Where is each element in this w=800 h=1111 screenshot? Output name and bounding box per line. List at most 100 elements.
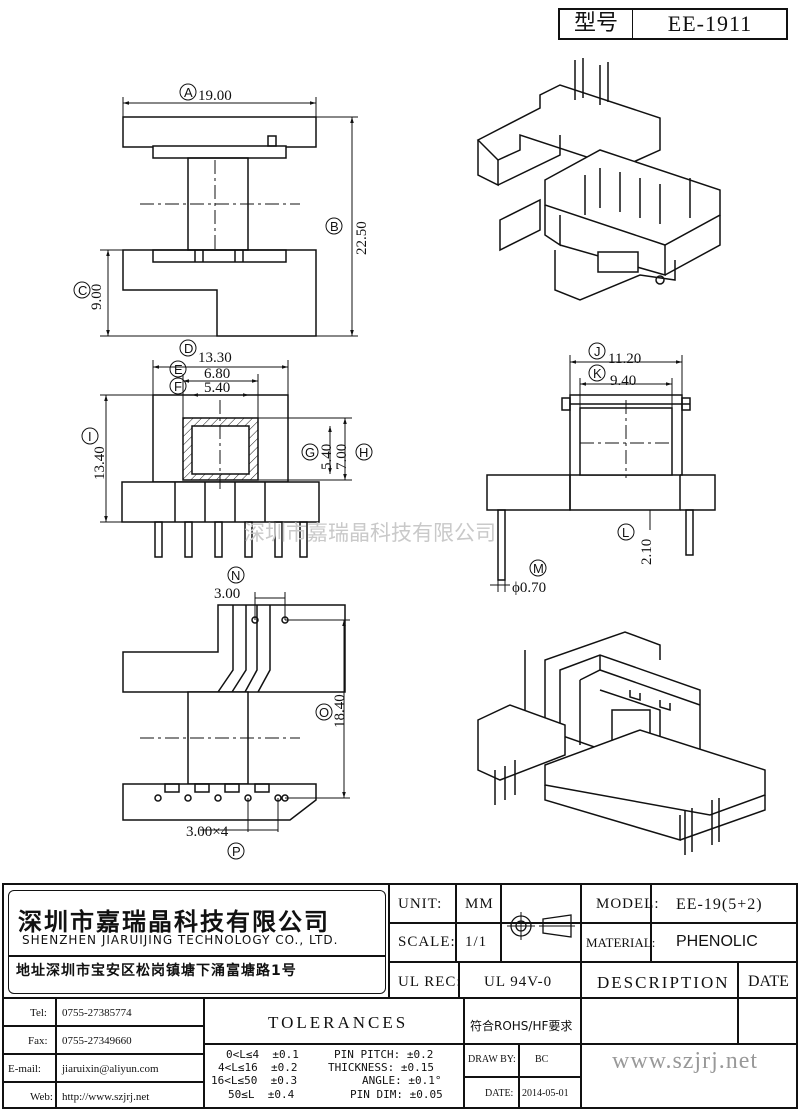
dim-O: 18.40 (332, 694, 348, 728)
tol-other-3: ANGLE: ±0.1° (362, 1074, 442, 1087)
isometric-view-bottom (477, 631, 766, 855)
ul-rec-value: UL 94V-0 (484, 974, 553, 990)
dim-F: 5.40 (204, 380, 230, 396)
callout-I (81, 427, 99, 445)
description-header: DESCRIPTION (597, 973, 730, 992)
callout-G (301, 443, 319, 461)
tolerances-heading: TOLERANCES (268, 1013, 409, 1032)
grid-line (388, 961, 796, 963)
isometric-view-top (476, 58, 721, 301)
callout-letter-H: H (359, 445, 368, 460)
company-divider (8, 955, 386, 957)
grid-line (580, 1043, 796, 1045)
ul-rec-label: UL REC: (398, 974, 462, 990)
web-label: Web: (30, 1091, 53, 1103)
tol-length-2: 4<L≤16 ±0.2 (218, 1061, 298, 1074)
callout-letter-D: D (184, 341, 193, 356)
grid-line (2, 1025, 204, 1027)
callout-O (315, 703, 333, 721)
callout-letter-A: A (184, 85, 193, 100)
dim-I: 13.40 (92, 446, 108, 480)
model-header-box: 型号 EE-1911 (558, 8, 788, 40)
callout-letter-B: B (330, 219, 339, 234)
model-value: EE-19(5+2) (676, 896, 763, 913)
grid-line (737, 997, 739, 1043)
tol-length-3: 16<L≤50 ±0.3 (211, 1074, 298, 1087)
dim-L: 2.10 (639, 539, 655, 565)
dim-C: 9.00 (89, 284, 105, 310)
grid-line (580, 885, 582, 997)
scale-label: SCALE: (398, 934, 456, 950)
callout-D (179, 339, 197, 357)
side-view-right (486, 355, 716, 592)
dim-E: 6.80 (204, 366, 230, 382)
callout-B (325, 217, 343, 235)
grid-line (463, 1076, 581, 1078)
company-address: 地址深圳市宝安区松岗镇塘下涌富塘路1号 (16, 963, 297, 979)
tel-value: 0755-27385774 (62, 1007, 132, 1019)
callout-letter-L: L (622, 525, 629, 540)
tol-length-4: 50≤L ±0.4 (228, 1088, 295, 1101)
tol-other-2: THICKNESS: ±0.15 (328, 1061, 434, 1074)
dim-M: ϕ0.70 (512, 580, 546, 596)
callout-L (617, 523, 635, 541)
dim-K: 9.40 (610, 373, 636, 389)
dimension-values: 19.00 22.50 9.00 13.30 6.80 5.40 5.40 7.… (89, 88, 655, 840)
callout-A (179, 83, 197, 101)
model-label: MODEL: (596, 896, 660, 912)
callout-letter-J: J (594, 344, 601, 359)
callout-letter-P: P (232, 844, 241, 859)
technical-drawing: A B C D E F G H I J K L M N O P 19.00 22… (73, 58, 766, 860)
grid-line (2, 1081, 204, 1083)
grid-line (580, 997, 582, 1109)
side-view-top (100, 97, 358, 337)
grid-line (388, 885, 390, 997)
email-value[interactable]: jiaruixin@aliyun.com (62, 1063, 159, 1075)
fax-label: Fax: (28, 1035, 48, 1047)
bottom-view (122, 592, 350, 832)
watermark: 深圳市嘉瑞晶科技有限公司 (244, 521, 496, 545)
callout-letter-M: M (533, 561, 544, 576)
callout-P (227, 842, 245, 860)
callout-letters: A B C D E F G H I J K L M N O P (78, 85, 629, 859)
callout-letter-N: N (231, 568, 240, 583)
model-header-value: EE-1911 (667, 11, 753, 36)
callout-E (169, 360, 187, 378)
grid-line (518, 1043, 520, 1109)
callout-C (73, 281, 91, 299)
grid-line (463, 997, 465, 1109)
dim-J: 11.20 (608, 351, 641, 367)
company-frame (8, 890, 386, 994)
callout-letter-G: G (305, 445, 315, 460)
grid-line (2, 997, 798, 999)
draw-by-value: BC (535, 1054, 549, 1065)
tel-label: Tel: (30, 1007, 47, 1019)
tol-length-1: 0<L≤4 ±0.1 (226, 1048, 299, 1061)
tol-other-4: PIN DIM: ±0.05 (350, 1088, 443, 1101)
model-header-label: 型号 (560, 10, 633, 38)
dim-P: 3.00×4 (186, 824, 229, 840)
website-watermark: www.szjrj.net (612, 1048, 759, 1074)
dim-H: 7.00 (334, 444, 350, 470)
callout-letter-I: I (88, 429, 92, 444)
unit-label: UNIT: (398, 896, 443, 912)
callout-letter-O: O (319, 705, 329, 720)
title-block (2, 883, 798, 1109)
company-name-cn: 深圳市嘉瑞晶科技有限公司 (18, 908, 330, 936)
email-label: E-mail: (8, 1063, 41, 1075)
material-value: PHENOLIC (676, 933, 758, 950)
callouts (73, 83, 635, 860)
date-label: DATE: (485, 1088, 514, 1099)
dim-B: 22.50 (354, 221, 370, 255)
fax-value: 0755-27349660 (62, 1035, 132, 1047)
tol-other-1: PIN PITCH: ±0.2 (334, 1048, 434, 1061)
grid-line (203, 1043, 581, 1045)
callout-F (169, 377, 187, 395)
callout-letter-C: C (78, 283, 87, 298)
callout-M (529, 559, 547, 577)
dim-A: 19.00 (198, 88, 232, 104)
callout-K (588, 364, 606, 382)
web-value[interactable]: http://www.szjrj.net (62, 1091, 150, 1103)
draw-by-label: DRAW BY: (468, 1054, 516, 1065)
date-value: 2014-05-01 (522, 1088, 569, 1099)
